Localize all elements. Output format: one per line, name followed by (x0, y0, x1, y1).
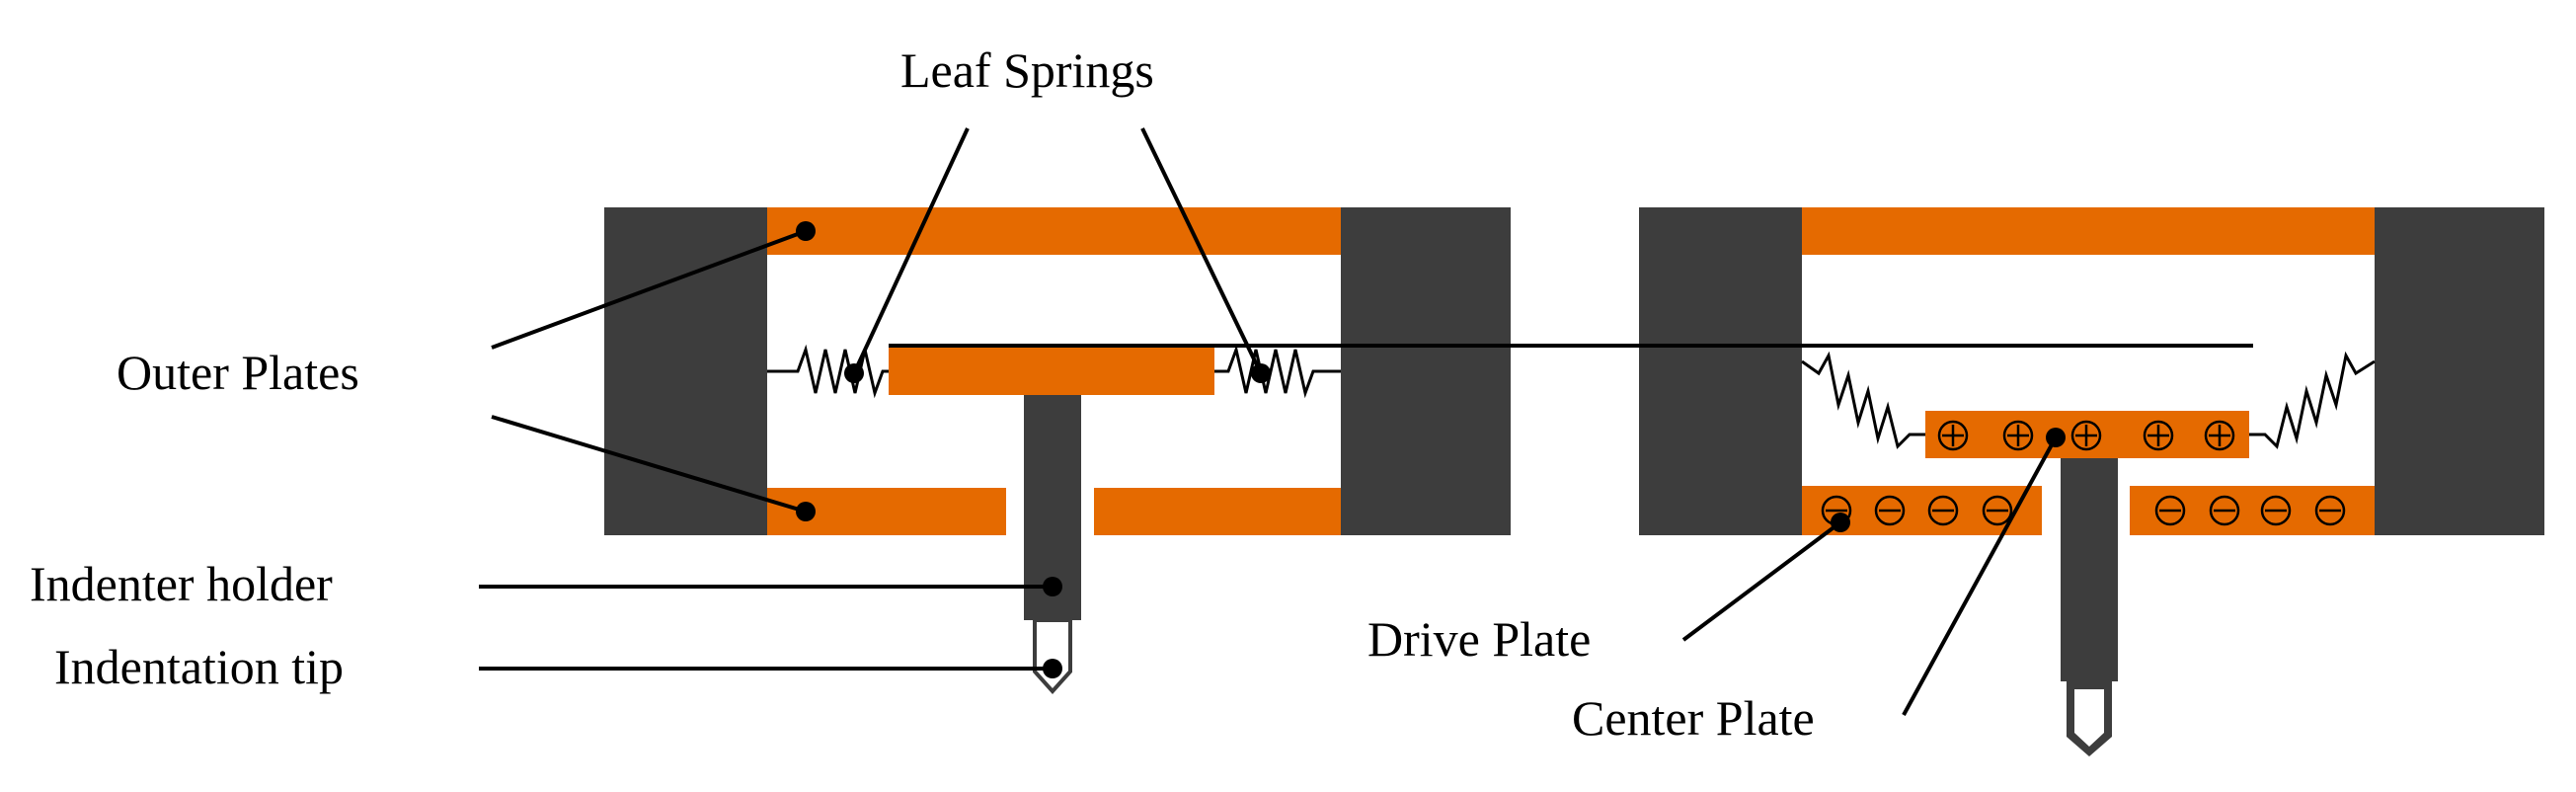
center-plate-dot (2046, 428, 2066, 447)
right-indentation-tip-inner (2074, 689, 2104, 747)
positive-charge-icon (2002, 420, 2034, 451)
leader-lines (479, 127, 2066, 716)
right-leaf-spring-left (1801, 351, 1925, 449)
outer-plates-leader-top (491, 229, 807, 350)
negative-charge-icon (2314, 495, 2346, 526)
drive-plate-label: Drive Plate (1367, 611, 1591, 667)
indenter-holder-label: Indenter holder (30, 556, 333, 611)
leaf-springs-dot-left (844, 363, 864, 383)
right-transducer (1639, 207, 2544, 756)
negative-charge-icon (1927, 495, 1959, 526)
negative-charge-icon (2260, 495, 2292, 526)
left-leaf-spring-left (767, 344, 889, 399)
outer-plates-dot-bottom (796, 502, 816, 521)
leaf-springs-label: Leaf Springs (900, 42, 1154, 98)
drive-plate-negative-charges (1821, 495, 2346, 526)
positive-charge-icon (2143, 420, 2174, 451)
drive-plate-dot (1831, 513, 1850, 532)
leaf-springs-leader-right (1140, 127, 1263, 374)
negative-charge-icon (1982, 495, 2013, 526)
leaf-springs-dot-right (1251, 363, 1271, 383)
left-outer-plate-top (767, 207, 1341, 255)
left-frame-right-block (1341, 207, 1511, 535)
left-leaf-spring-right (1214, 344, 1341, 399)
center-plate-positive-charges (1937, 420, 2235, 451)
indenter-holder-dot (1043, 577, 1062, 596)
indentation-tip-label: Indentation tip (54, 639, 344, 694)
right-indenter-holder (2061, 458, 2118, 681)
outer-plates-label: Outer Plates (117, 345, 359, 400)
negative-charge-icon (2154, 495, 2186, 526)
outer-plates-leader-bottom (491, 415, 807, 514)
center-plate-leader (1902, 436, 2058, 716)
left-transducer (604, 207, 1511, 694)
right-outer-plate-top (1802, 207, 2375, 255)
left-outer-plate-bottom-right (1094, 488, 1341, 535)
right-frame-left-block (1639, 207, 1802, 535)
right-leaf-spring-right (2249, 351, 2376, 449)
positive-charge-icon (1937, 420, 1969, 451)
leaf-springs-leader-left (852, 127, 970, 374)
outer-plates-dot-top (796, 221, 816, 241)
positive-charge-icon (2204, 420, 2235, 451)
indentation-tip-dot (1043, 659, 1062, 678)
drive-plate-leader (1681, 520, 1842, 642)
positive-charge-icon (2070, 420, 2102, 451)
center-plate-label: Center Plate (1572, 690, 1815, 746)
left-indentation-tip (1033, 618, 1072, 694)
right-frame-right-block (2375, 207, 2544, 535)
negative-charge-icon (1874, 495, 1906, 526)
left-center-plate (889, 348, 1214, 395)
left-frame-left-block (604, 207, 767, 535)
negative-charge-icon (2209, 495, 2240, 526)
